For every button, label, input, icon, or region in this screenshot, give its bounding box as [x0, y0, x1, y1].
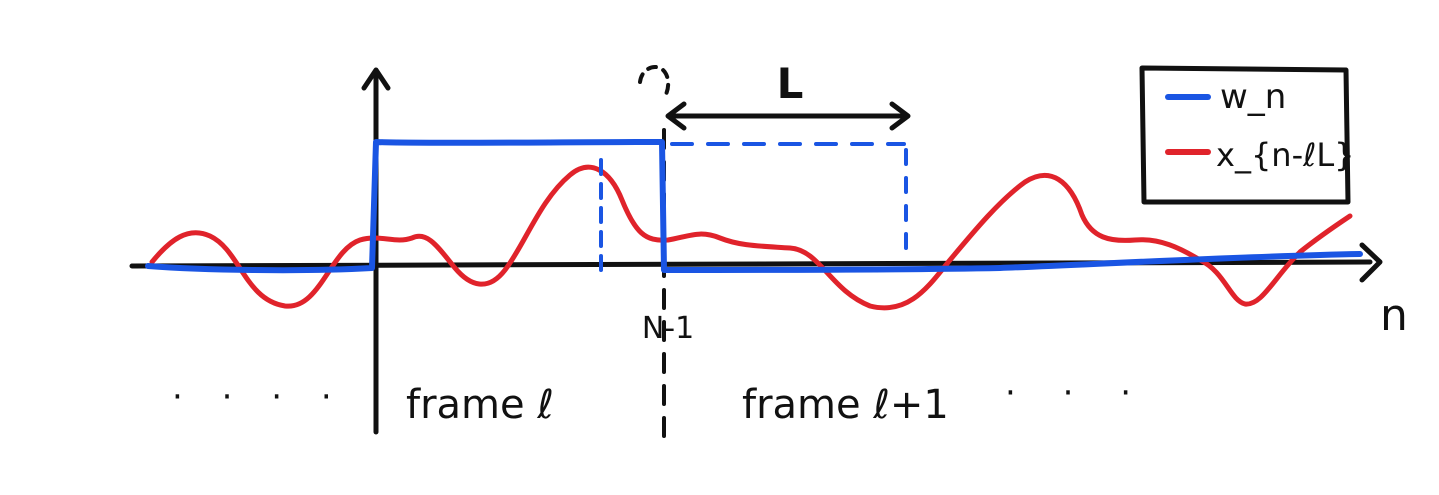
window-curve [145, 139, 1363, 274]
hop-arrow-left-head [665, 101, 687, 131]
left-ellipsis: · · · · [172, 377, 346, 417]
frame-l-plus-1-label: frame ℓ+1 [742, 382, 949, 428]
legend-signal-label: x_{n-ℓL} [1216, 136, 1355, 174]
legend: w_n x_{n-ℓL} [1139, 65, 1355, 205]
legend-box [1139, 65, 1351, 205]
tick-label-n-minus-1: N-1 [642, 311, 694, 346]
signal-curve [149, 164, 1353, 311]
x-axis-label: n [1380, 290, 1408, 341]
hop-label: L [777, 59, 804, 108]
frame-l-label: frame ℓ [406, 382, 554, 428]
hop-arrow-right-head [889, 101, 911, 131]
right-ellipsis: · · · [1005, 373, 1149, 413]
x-axis-arrowhead [1359, 242, 1383, 283]
legend-window-label: w_n [1220, 77, 1286, 117]
y-axis-arrowhead [361, 67, 391, 91]
frame-boundary-top-dashes [638, 65, 671, 100]
